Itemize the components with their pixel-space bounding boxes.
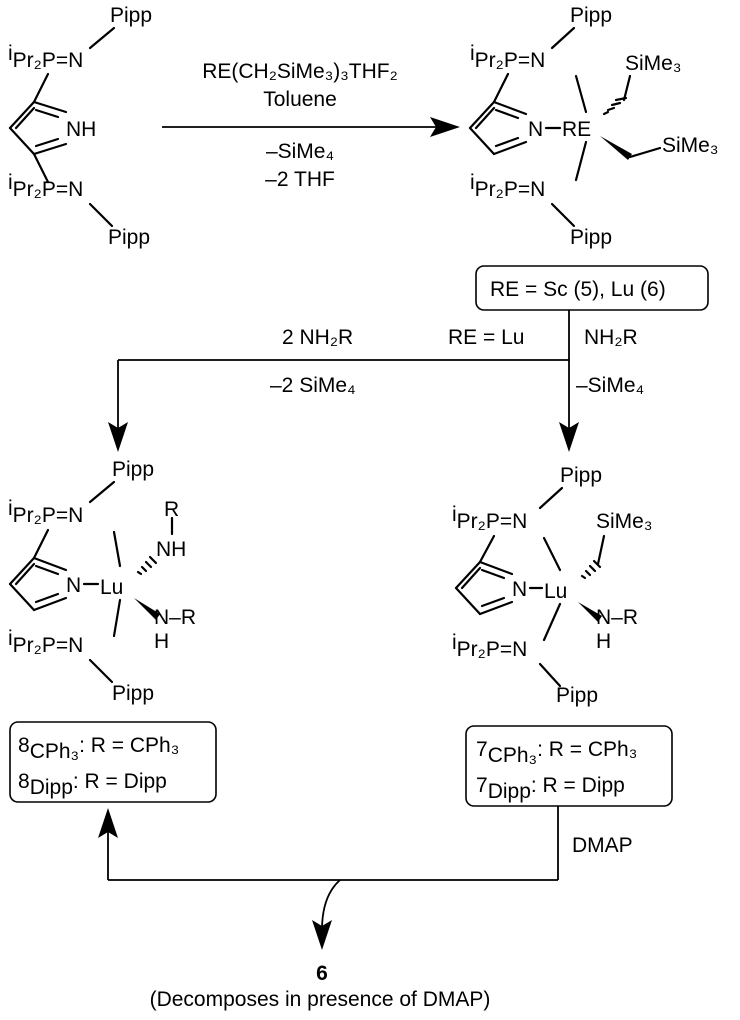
pipp-label-bottom: Pipp bbox=[108, 226, 150, 249]
byproduct-2-sime4: –2 SiMe₄ bbox=[270, 374, 356, 397]
reagent-nh2r: NH₂R bbox=[584, 326, 638, 349]
reagent-dmap: DMAP bbox=[572, 834, 633, 857]
box8-line1: 8CPh₃: R = CPh₃ bbox=[18, 734, 179, 763]
hashed-wedge-8 bbox=[136, 555, 158, 576]
nh-label-8-upper: NH bbox=[156, 538, 186, 561]
lu-bisamido-complex: Pipp iPr₂P=N N Lu NH R N–R H iPr₂P=N Pip… bbox=[8, 458, 196, 705]
ipr2p-label-8-top: iPr₂P=N bbox=[8, 497, 83, 527]
sime3-label-re-1: SiMe₃ bbox=[625, 52, 681, 75]
decomposition-product: 6 (Decomposes in presence of DMAP) bbox=[150, 962, 491, 1011]
pipp-label-7-bottom: Pipp bbox=[556, 684, 598, 707]
nr-label-8-lower: N–R bbox=[154, 606, 196, 629]
bold-wedge-7 bbox=[578, 602, 602, 622]
arrow-to-re-complex: RE(CH₂SiMe₃)₃THF₂ Toluene –SiMe₄ –2 THF bbox=[162, 60, 460, 191]
box7-line2: 7Dipp: R = Dipp bbox=[476, 774, 625, 803]
branch-arrows: 2 NH₂R –2 SiMe₄ RE = Lu NH₂R –SiMe₄ bbox=[108, 310, 644, 452]
bold-wedge-re bbox=[600, 136, 632, 160]
byproduct-sime4-right: –SiMe₄ bbox=[576, 374, 644, 397]
reagent-re-alkyl: RE(CH₂SiMe₃)₃THF₂ bbox=[202, 60, 398, 83]
lu-metal-label-8: Lu bbox=[100, 576, 123, 599]
lu-metal-label-7: Lu bbox=[544, 580, 567, 603]
reagent-toluene: Toluene bbox=[263, 88, 337, 111]
compound-8-box: 8CPh₃: R = CPh₃ 8Dipp: R = Dipp bbox=[9, 721, 217, 803]
condition-re-lu: RE = Lu bbox=[448, 326, 524, 349]
n-pyrrolide-8: N bbox=[66, 574, 81, 597]
h-label-7: H bbox=[596, 630, 611, 653]
re-metal-label: RE bbox=[562, 118, 591, 141]
ipr2p-label-7-bottom: iPr₂P=N bbox=[452, 631, 527, 661]
lu-alkyl-amido-complex: Pipp iPr₂P=N N Lu SiMe₃ N–R H iPr₂P=N Pi… bbox=[452, 464, 652, 707]
product-number: 6 bbox=[316, 962, 328, 985]
bold-wedge-8 bbox=[134, 598, 160, 620]
h-label-8-lower: H bbox=[154, 630, 169, 653]
byproduct-sime4: –SiMe₄ bbox=[266, 140, 334, 163]
hashed-wedge-re bbox=[602, 96, 628, 116]
pipp-label-re-bottom: Pipp bbox=[570, 226, 612, 249]
pipp-label-re-top: Pipp bbox=[570, 4, 612, 27]
n-pyrrolide-7: N bbox=[512, 578, 527, 601]
sime3-label-re-2: SiMe₃ bbox=[662, 134, 718, 157]
pipp-label-8-bottom: Pipp bbox=[112, 682, 154, 705]
ipr2p-label-top: iPr₂P=N bbox=[8, 42, 83, 72]
r-label-8-upper: R bbox=[164, 498, 179, 521]
ipr2p-label-re-bottom: iPr₂P=N bbox=[470, 171, 545, 201]
ipr2p-label-bottom: iPr₂P=N bbox=[8, 171, 83, 201]
nh-label: NH bbox=[66, 118, 96, 141]
pipp-label-8-top: Pipp bbox=[112, 458, 154, 481]
ipr2p-label-8-bottom: iPr₂P=N bbox=[8, 627, 83, 657]
box7-line1: 7CPh₃: R = CPh₃ bbox=[476, 738, 637, 767]
re-dialkyl-complex: Pipp iPr₂P=N N RE SiMe₃ SiMe₃ iPr₂P=N Pi… bbox=[468, 4, 718, 249]
pipp-label-top: Pipp bbox=[110, 4, 152, 27]
sime3-label-7: SiMe₃ bbox=[596, 510, 652, 533]
ipr2p-label-7-top: iPr₂P=N bbox=[452, 503, 527, 533]
nr-label-7: N–R bbox=[596, 606, 638, 629]
reagent-2-nh2r: 2 NH₂R bbox=[282, 326, 353, 349]
re-identity-text: RE = Sc (5), Lu (6) bbox=[490, 278, 666, 301]
ipr2p-label-re-top: iPr₂P=N bbox=[470, 42, 545, 72]
compound-7-box: 7CPh₃: R = CPh₃ 7Dipp: R = Dipp bbox=[465, 725, 673, 807]
product-note: (Decomposes in presence of DMAP) bbox=[150, 988, 491, 1011]
dmap-arrows: DMAP bbox=[98, 806, 633, 950]
ligand-starting-material: Pipp iPr₂P=N NH iPr₂P=N Pipp bbox=[8, 4, 152, 249]
re-identity-box: RE = Sc (5), Lu (6) bbox=[475, 265, 709, 311]
box8-line2: 8Dipp: R = Dipp bbox=[18, 770, 167, 799]
byproduct-thf: –2 THF bbox=[265, 168, 335, 191]
pipp-label-7-top: Pipp bbox=[560, 464, 602, 487]
n-pyrrolide-re: N bbox=[528, 118, 543, 141]
